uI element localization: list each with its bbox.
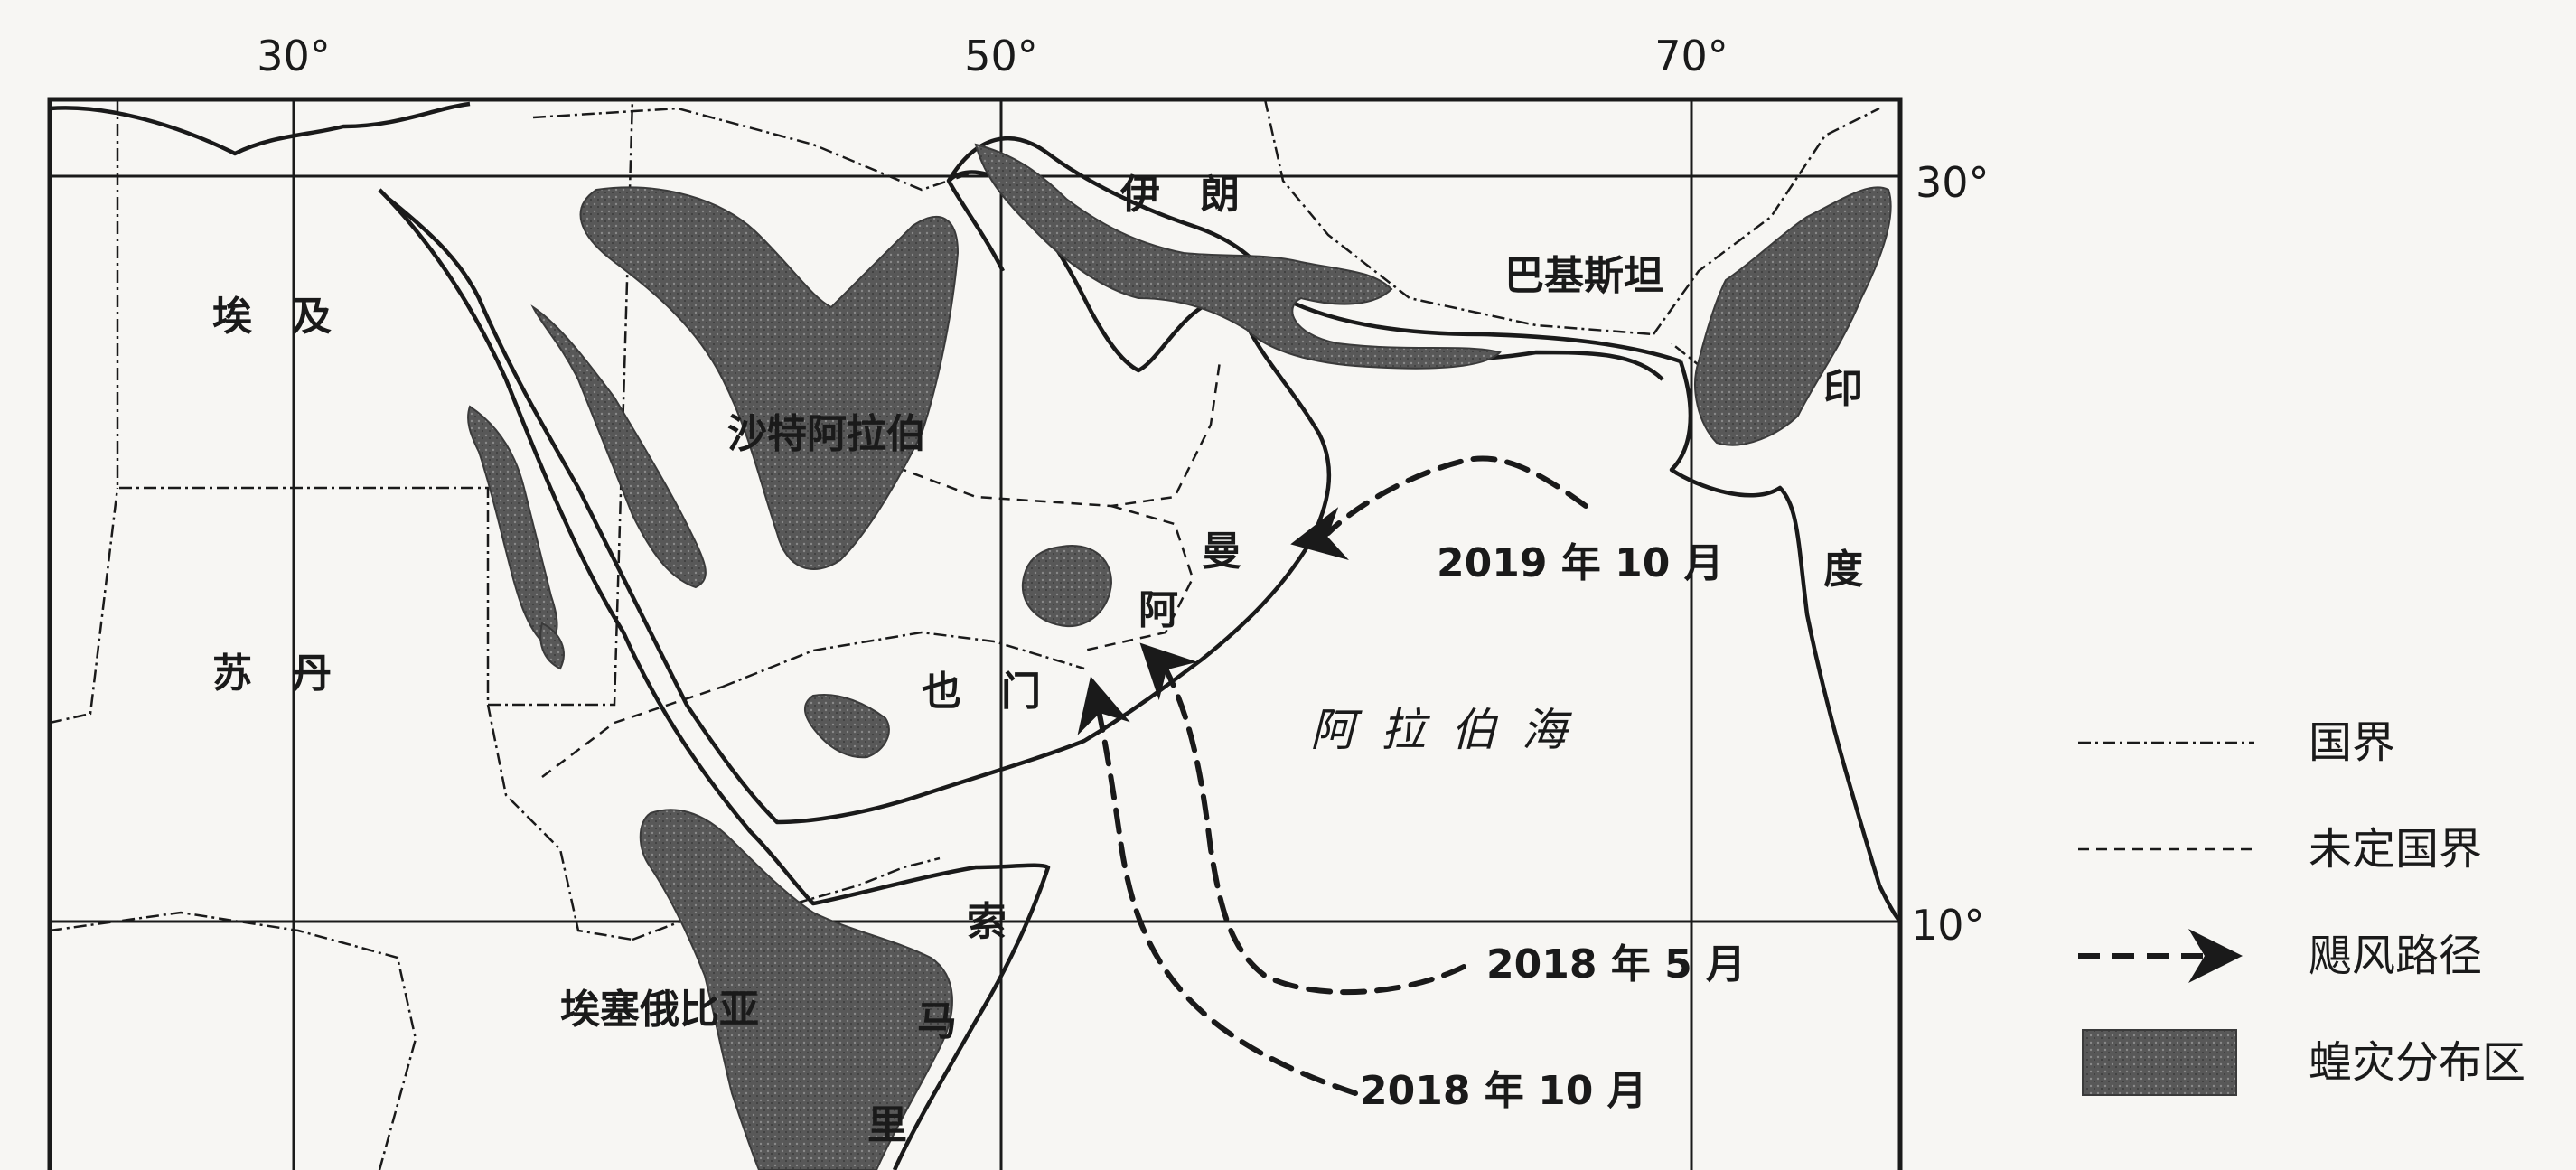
lon-label-30: 30° [257,32,331,80]
cyclone-paths [1077,455,1588,1096]
label-india-2: 度 [1823,547,1863,593]
label-yemen: 也 门 [922,669,1041,715]
cyclone-path-2018-10 [1077,676,1358,1096]
label-ethiopia: 埃塞俄比亚 [560,987,759,1033]
india-coast [1669,360,1902,923]
label-sudan: 苏 丹 [212,651,332,697]
locust-area-yemen-south [804,694,890,759]
legend-national-border-label: 国界 [2309,717,2395,768]
country-labels: 埃 及 苏 丹 沙特阿拉伯 伊 朗 巴基斯坦 印 度 也 门 曼 阿 埃塞俄比亚… [212,172,1863,1148]
locust-area-iran-coast [974,143,1502,370]
locust-area-yemen-west [539,622,565,670]
cyclone-path-2019-10 [1290,455,1588,560]
label-arabian-sea: 阿拉伯海 [1310,704,1592,756]
cyclone-path-2018-05 [1139,642,1466,996]
legend: 国界 未定国界 飓风路径 蝗灾分布区 [2078,717,2525,1096]
label-egypt: 埃 及 [212,294,332,340]
label-somalia-3: 里 [867,1102,907,1148]
label-2018-10: 2018 年 10 月 [1360,1068,1647,1114]
lon-label-70: 70° [1654,32,1728,80]
locust-areas [467,143,1892,1170]
label-2018-05: 2018 年 5 月 [1486,941,1746,987]
legend-locust-area-symbol [2082,1029,2237,1096]
label-iran: 伊 朗 [1119,172,1240,218]
locust-area-red-sea-west [467,405,558,643]
map-frame [47,97,1903,1170]
label-oman-2: 阿 [1138,587,1178,633]
label-somalia-2: 马 [917,998,957,1044]
med-coast [49,101,471,156]
locust-area-saudi [579,186,960,570]
locust-area-horn-of-africa [639,809,953,1170]
red-sea-west-coast [378,188,1051,1170]
lat-label-30: 30° [1916,158,1990,207]
locust-area-pakistan-india [1694,186,1892,446]
label-pakistan: 巴基斯坦 [1504,253,1663,299]
label-saudi-arabia: 沙特阿拉伯 [727,411,926,457]
locust-area-yemen-north [1021,545,1113,628]
lon-label-50: 50° [964,32,1038,80]
label-india-1: 印 [1823,366,1863,412]
arabia-coast [387,197,1332,825]
label-2019-10: 2019 年 10 月 [1437,540,1724,586]
national-borders [49,98,1880,1170]
legend-cyclone-path-label: 飓风路径 [2309,931,2482,981]
cyclone-date-labels: 2019 年 10 月 2018 年 5 月 2018 年 10 月 [1360,540,1746,1114]
label-somalia-1: 索 [967,899,1007,945]
legend-undefined-border-label: 未定国界 [2309,824,2482,875]
coordinate-labels: 30° 50° 70° 30° 10° [257,32,1989,950]
label-oman-1: 曼 [1202,529,1241,575]
lat-label-10: 10° [1911,901,1985,950]
graticule [50,99,1900,1170]
legend-locust-area-label: 蝗灾分布区 [2309,1037,2525,1088]
locust-area-red-sea-east [530,304,707,589]
